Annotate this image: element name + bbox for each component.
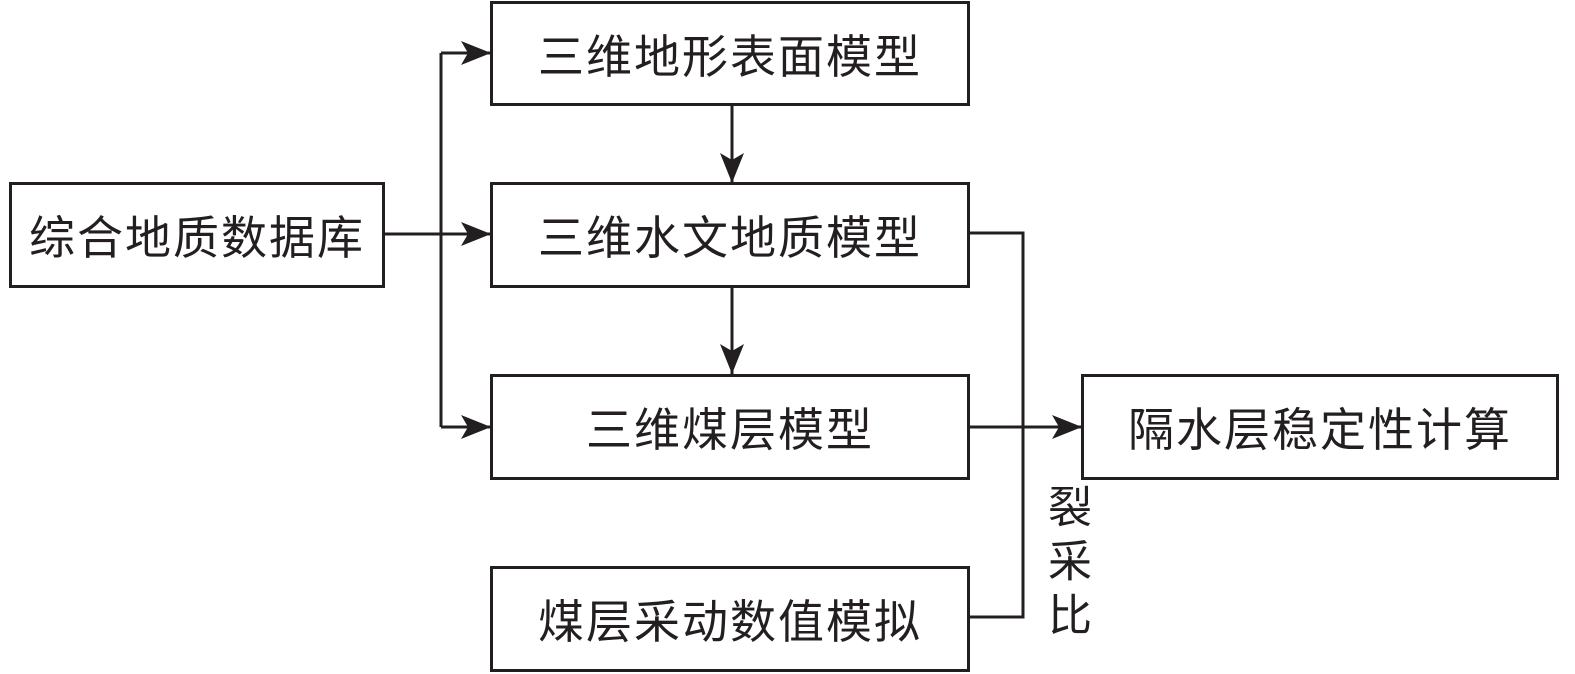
- node-coal-seam-model: 三维煤层模型: [490, 374, 970, 480]
- node-mining-simulation: 煤层采动数值模拟: [490, 566, 970, 672]
- node-terrain-model: 三维地形表面模型: [490, 1, 970, 106]
- edge-hydro-merge: [969, 231, 1025, 619]
- node-database: 综合地质数据库: [9, 182, 385, 288]
- node-aquitard-stability: 隔水层稳定性计算: [1081, 374, 1559, 480]
- edge-label-crack-mining-ratio: 裂采比: [1040, 484, 1091, 646]
- node-hydrogeology-model: 三维水文地质模型: [490, 182, 970, 288]
